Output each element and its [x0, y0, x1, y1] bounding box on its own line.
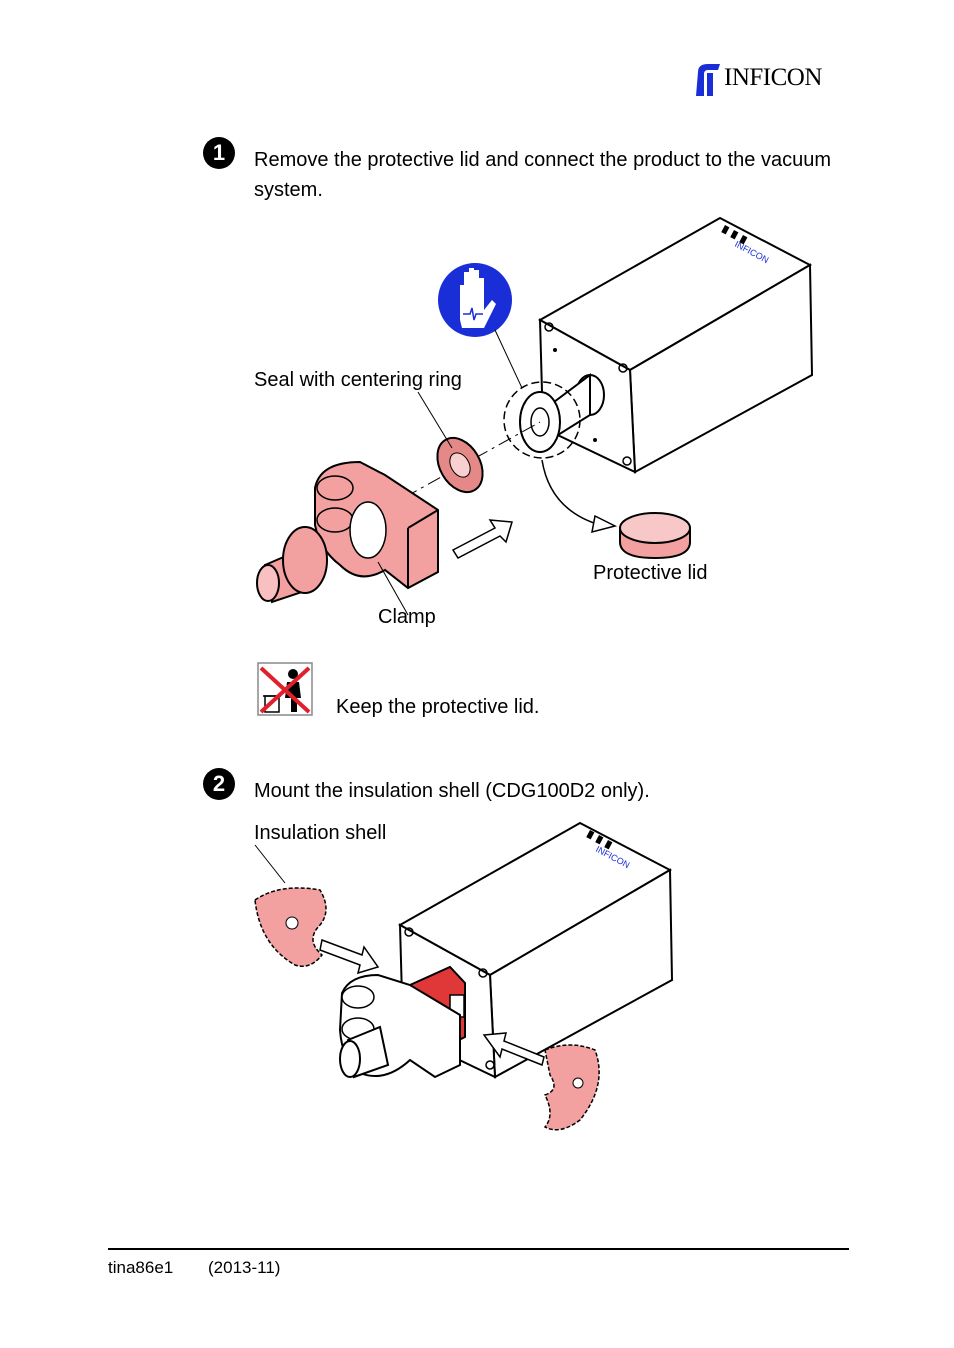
- insulation-shell-right: [543, 1044, 600, 1131]
- footer-doc-id: tina86e1: [108, 1258, 174, 1277]
- insulation-shell-left: [254, 844, 327, 967]
- gloves-mandatory-icon: [438, 263, 523, 389]
- step-number-2: 2: [203, 768, 235, 800]
- protective-lid-label: Protective lid: [593, 562, 708, 584]
- clamp-2: [338, 973, 461, 1079]
- step-2-illustration: INFICON: [254, 821, 674, 1131]
- do-not-discard-icon: [257, 662, 313, 716]
- note-text: Keep the protective lid.: [336, 696, 540, 718]
- step-2-text: Mount the insulation shell (CDG100D2 onl…: [254, 780, 650, 802]
- footer-rule: [108, 1248, 849, 1250]
- clamp: [314, 460, 439, 616]
- protective-lid: [619, 512, 691, 560]
- inficon-logo-mark-icon: [696, 64, 720, 96]
- logo-text: INFICON: [724, 64, 822, 91]
- small-flange: [256, 526, 328, 604]
- step-1-text: Remove the protective lid and connect th…: [254, 149, 832, 201]
- insulation-shell-label: Insulation shell: [254, 822, 387, 844]
- inficon-logo: INFICON: [694, 62, 846, 98]
- gauge-device: INFICON: [519, 216, 814, 474]
- clamp-label: Clamp: [378, 606, 436, 628]
- step-1-illustration: INFICON: [256, 216, 814, 616]
- step-number-1: 1: [203, 137, 235, 169]
- footer-date: (2013-11): [208, 1258, 281, 1277]
- seal-centering-ring: [417, 391, 484, 494]
- seal-label: Seal with centering ring: [254, 369, 462, 391]
